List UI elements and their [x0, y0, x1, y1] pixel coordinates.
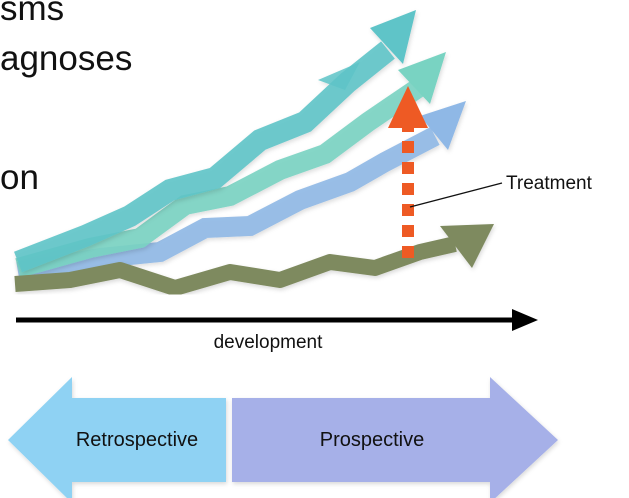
olive-trajectory-arrow — [14, 224, 494, 296]
mint-trajectory-arrow — [15, 52, 446, 278]
retrospective-label: Retrospective — [76, 429, 198, 451]
blue-trajectory-arrow — [16, 101, 466, 282]
slide-text-fragment-1: sms — [0, 0, 65, 28]
retrospective-arrow: Retrospective — [8, 377, 226, 498]
prospective-arrow: Prospective — [232, 377, 558, 498]
development-axis-label: development — [214, 332, 324, 353]
treatment-callout-line — [409, 182, 503, 208]
treatment-arrow — [388, 86, 428, 258]
prospective-label: Prospective — [320, 429, 425, 451]
treatment-label: Treatment — [506, 173, 593, 194]
slide-text-fragment-2: agnoses — [0, 39, 133, 78]
development-axis — [16, 309, 538, 331]
slide-text-fragment-3: on — [0, 158, 39, 197]
teal-trajectory-arrow — [14, 10, 416, 273]
